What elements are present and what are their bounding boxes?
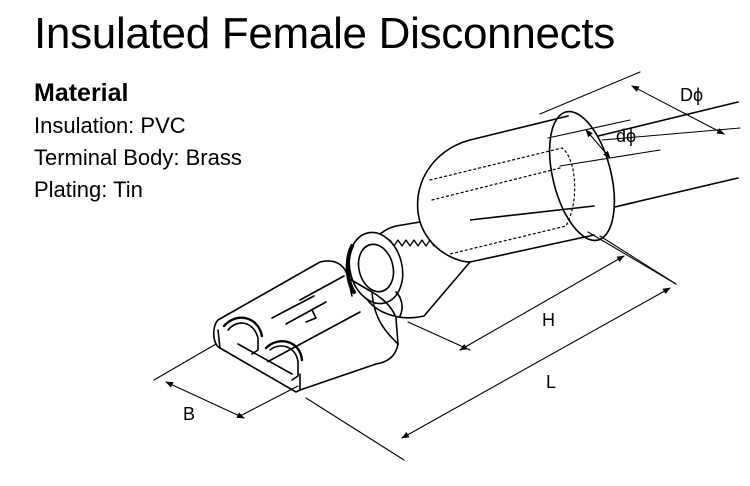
material-heading: Material [34, 79, 129, 107]
label-width: B [183, 404, 195, 424]
label-outer-diameter: Dϕ [680, 85, 703, 105]
spec-terminal-body: Terminal Body: Brass [34, 145, 242, 170]
dimension-outer-diameter [539, 71, 741, 141]
dimension-length [305, 235, 677, 461]
receptacle-body [212, 260, 399, 393]
page-title: Insulated Female Disconnects [34, 9, 616, 58]
spec-plating: Plating: Tin [34, 177, 143, 202]
spec-insulation: Insulation: PVC [34, 113, 186, 138]
label-length: L [546, 372, 556, 392]
dimension-width [153, 343, 299, 419]
terminal-collar [345, 231, 404, 317]
dimension-inner-diameter [547, 119, 661, 167]
label-inner-diameter: dϕ [616, 126, 636, 146]
label-height: H [542, 310, 555, 330]
